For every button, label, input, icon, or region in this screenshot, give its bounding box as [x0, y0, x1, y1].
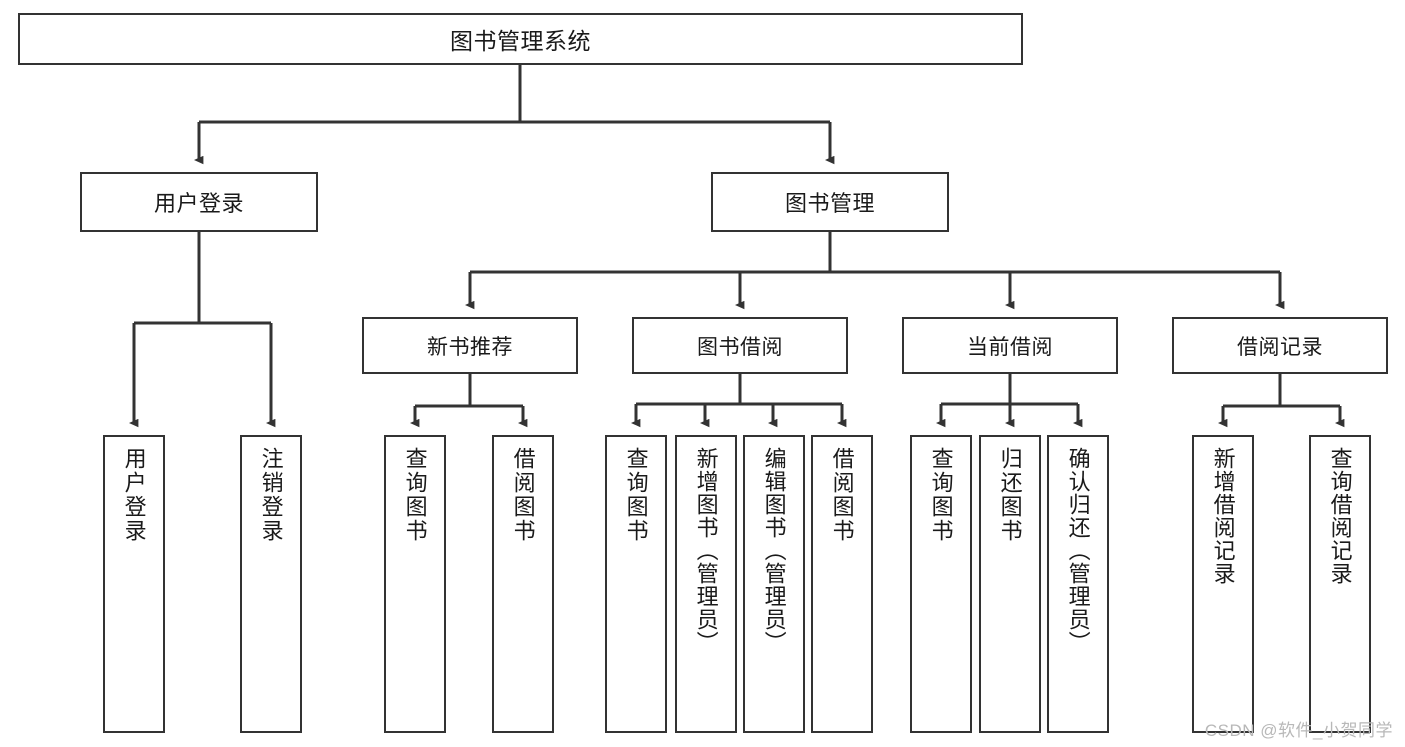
node-current-borrow[interactable]: 当前借阅	[902, 317, 1118, 374]
node-leaf-edit-book-admin[interactable]: 编辑图书（管理员）	[743, 435, 805, 733]
node-leaf-query-book-recommend[interactable]: 查询图书	[384, 435, 446, 733]
node-leaf-add-book-admin[interactable]: 新增图书（管理员）	[675, 435, 737, 733]
node-label: 用户登录	[153, 191, 244, 216]
node-label: 查询图书	[623, 447, 649, 543]
node-label: 借阅图书	[829, 447, 855, 543]
node-leaf-query-book[interactable]: 查询图书	[605, 435, 667, 733]
node-label: 借阅记录	[1237, 335, 1323, 359]
watermark-text: CSDN @软件_小贺同学	[1204, 721, 1393, 740]
node-leaf-return-book[interactable]: 归还图书	[979, 435, 1041, 733]
node-label: 图书借阅	[697, 335, 783, 359]
node-user-login[interactable]: 用户登录	[80, 172, 318, 232]
node-label: 归还图书	[997, 447, 1023, 543]
node-leaf-add-borrow-record[interactable]: 新增借阅记录	[1192, 435, 1254, 733]
node-leaf-borrow-book-recommend[interactable]: 借阅图书	[492, 435, 554, 733]
node-label: 查询借阅记录	[1327, 447, 1353, 585]
node-leaf-query-book-current[interactable]: 查询图书	[910, 435, 972, 733]
node-label: 当前借阅	[967, 335, 1053, 359]
node-label: 查询图书	[402, 447, 428, 543]
node-leaf-confirm-return-admin[interactable]: 确认归还（管理员）	[1047, 435, 1109, 733]
node-label: 编辑图书（管理员）	[761, 447, 787, 654]
node-label: 注销登录	[258, 447, 284, 543]
node-leaf-user-login[interactable]: 用户登录	[103, 435, 165, 733]
node-label: 用户登录	[121, 447, 147, 543]
node-leaf-borrow-book[interactable]: 借阅图书	[811, 435, 873, 733]
node-label: 借阅图书	[510, 447, 536, 543]
node-new-book-recommend[interactable]: 新书推荐	[362, 317, 578, 374]
node-label: 确认归还（管理员）	[1065, 447, 1091, 654]
node-label: 图书管理系统	[450, 28, 591, 54]
node-label: 新增图书（管理员）	[693, 447, 719, 654]
node-label: 新增借阅记录	[1210, 447, 1236, 585]
node-label: 查询图书	[928, 447, 954, 543]
node-root-book-management-system[interactable]: 图书管理系统	[18, 13, 1023, 65]
node-borrow-record[interactable]: 借阅记录	[1172, 317, 1388, 374]
node-label: 新书推荐	[427, 335, 513, 359]
node-leaf-logout[interactable]: 注销登录	[240, 435, 302, 733]
node-book-borrow[interactable]: 图书借阅	[632, 317, 848, 374]
node-label: 图书管理	[784, 191, 875, 216]
node-leaf-query-borrow-record[interactable]: 查询借阅记录	[1309, 435, 1371, 733]
node-book-management[interactable]: 图书管理	[711, 172, 949, 232]
